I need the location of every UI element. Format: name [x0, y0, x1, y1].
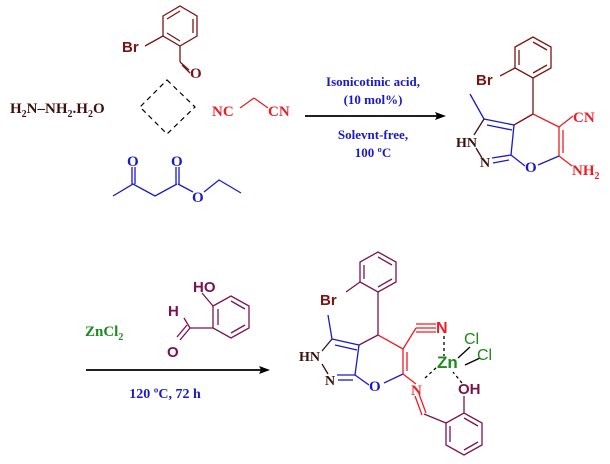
br-label: Br [122, 39, 139, 56]
product2-n-label: N [325, 374, 335, 389]
zn-label: Zn [437, 353, 458, 372]
product2-br-label: Br [320, 292, 337, 309]
cl1-label: Cl [464, 331, 479, 348]
product2-oh-label: OH [458, 381, 481, 398]
temperature-label-step1: 100 ºC [355, 145, 391, 160]
ketone-o-label: O [127, 154, 139, 170]
ethyl-acetoacetate-structure [112, 167, 242, 197]
arrowhead-step2 [259, 366, 270, 374]
product2-pyran-o-label: O [369, 379, 381, 395]
zncl2-label: ZnCl2 [85, 324, 123, 343]
product2-nitrile-n-label: N [436, 320, 448, 337]
cn-label: CN [268, 104, 290, 120]
salicyl-h-label: H [168, 303, 179, 320]
malononitrile-structure [239, 97, 269, 109]
salicyl-ho-label: HO [193, 279, 216, 296]
bromobenzaldehyde-structure [144, 5, 198, 74]
ester-o-label: O [192, 190, 204, 206]
aldehyde-o-label: O [190, 66, 202, 82]
product1-n-label: N [480, 156, 490, 171]
product2-imine-n-label: N [411, 383, 422, 399]
solvent-condition-label: Solevnt-free, [338, 127, 408, 142]
temperature-time-label-step2: 120 ºC, 72 h [129, 387, 201, 402]
product2-hn-label: HN [299, 350, 320, 365]
salicyl-o-label: O [167, 344, 179, 361]
product1-hn-label: HN [456, 136, 477, 151]
catalyst-loading-label: (10 mol%) [344, 92, 403, 107]
hydrazine-hydrate-formula: H2N–NH2.H2O [10, 101, 105, 120]
cl2-label: Cl [477, 347, 492, 364]
multicomponent-placeholder-diamond [139, 79, 196, 135]
product1-pyran-o-label: O [525, 160, 537, 176]
nc-label: NC [212, 104, 234, 120]
pyranopyrazole-product-structure [469, 36, 574, 167]
catalyst-label: Isonicotinic acid, [326, 74, 420, 89]
product1-nh2-label: NH2 [572, 163, 600, 182]
ester-carbonyl-o-label: O [171, 154, 183, 170]
arrowhead-step1 [435, 112, 446, 120]
product1-br-label: Br [476, 72, 493, 89]
salicylaldehyde-structure [176, 292, 250, 341]
product1-cn-label: CN [573, 110, 595, 126]
zinc-complex-product-structure [321, 251, 483, 456]
